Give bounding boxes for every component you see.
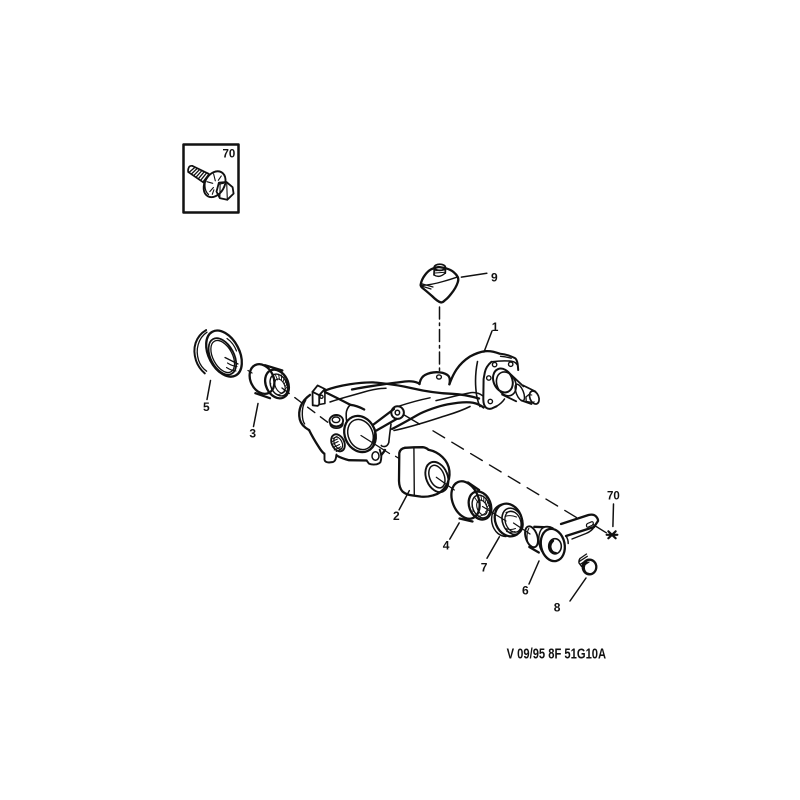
svg-text:70: 70: [607, 491, 620, 503]
svg-text:1: 1: [492, 320, 499, 334]
svg-text:2: 2: [393, 509, 400, 523]
svg-text:7: 7: [481, 561, 488, 575]
svg-text:V 09/95 8F 51G10A: V 09/95 8F 51G10A: [507, 646, 607, 662]
svg-text:9: 9: [491, 270, 498, 284]
svg-text:70: 70: [223, 149, 236, 161]
svg-text:8: 8: [554, 601, 561, 615]
svg-text:4: 4: [443, 538, 450, 552]
svg-text:3: 3: [249, 427, 256, 441]
svg-text:5: 5: [203, 400, 210, 414]
svg-text:6: 6: [522, 584, 529, 598]
